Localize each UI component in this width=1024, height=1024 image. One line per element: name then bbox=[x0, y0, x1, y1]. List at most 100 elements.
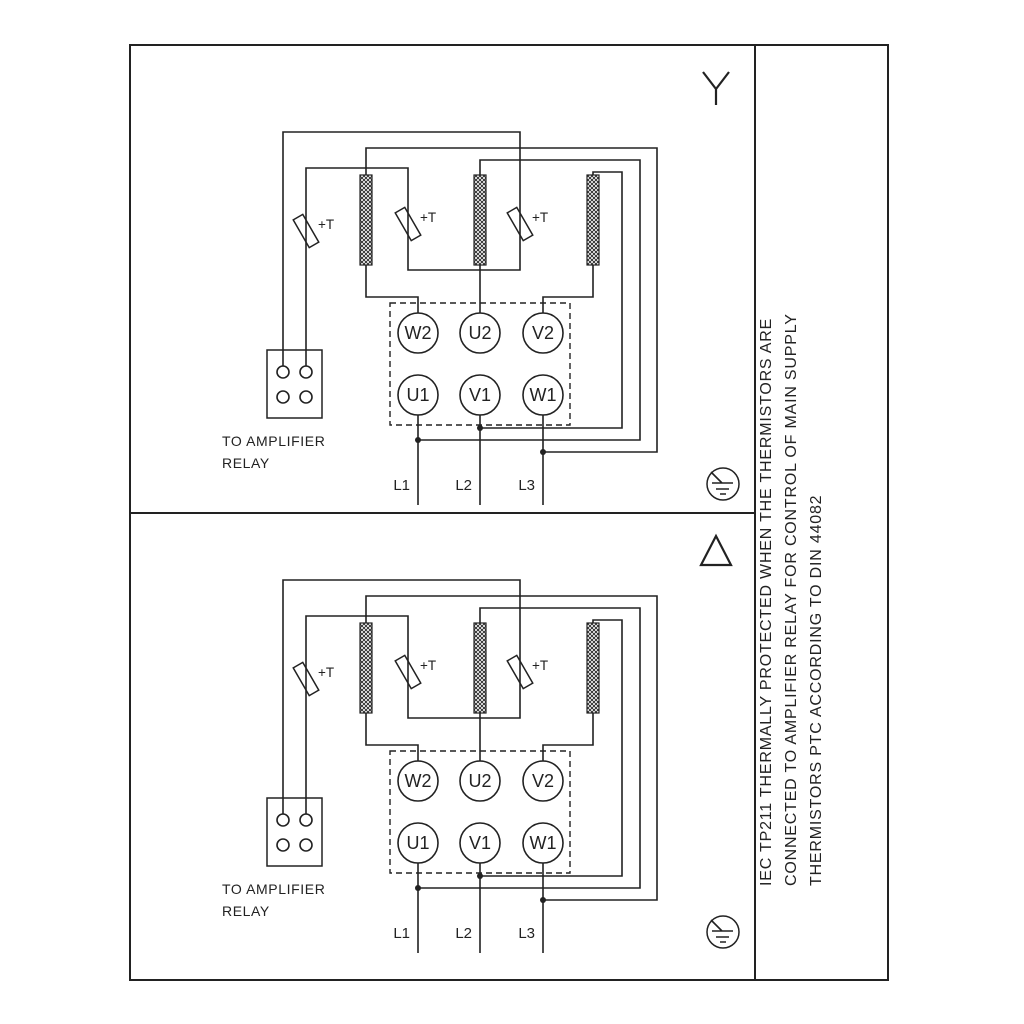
motor-winding-bar bbox=[473, 174, 487, 266]
ground-strokes bbox=[710, 919, 733, 943]
terminal-label: V2 bbox=[532, 323, 554, 343]
terminal-circle bbox=[459, 760, 501, 802]
thermistor-label: +T bbox=[420, 210, 436, 225]
wire bbox=[480, 619, 623, 877]
supply-line-label: L2 bbox=[455, 925, 472, 942]
thermistor-icon bbox=[394, 654, 422, 690]
terminal-label: W1 bbox=[530, 833, 557, 853]
earth-ground-icon bbox=[706, 467, 740, 501]
terminal-block bbox=[389, 750, 571, 874]
terminal-circle bbox=[522, 312, 564, 354]
terminal-v2: V2 bbox=[522, 760, 564, 802]
terminal-label: V1 bbox=[469, 833, 491, 853]
terminal-w1: W1 bbox=[522, 374, 564, 416]
ground-strokes bbox=[710, 471, 733, 495]
terminal-circle bbox=[397, 312, 439, 354]
junction-dot bbox=[415, 885, 421, 891]
motor-winding-bar bbox=[359, 174, 373, 266]
relay-label-line2: RELAY bbox=[222, 903, 270, 919]
thermistor-icon bbox=[506, 654, 534, 690]
earth-ground-icon bbox=[706, 915, 740, 949]
terminal-v1: V1 bbox=[459, 822, 501, 864]
thermistor-label: +T bbox=[318, 217, 334, 232]
wire bbox=[407, 253, 521, 271]
panel-star: +T +T +T TO AMPLIFIER RELAY W2 U2 V2 U1 bbox=[222, 131, 740, 505]
terminal-circle bbox=[397, 374, 439, 416]
terminal-label: W2 bbox=[405, 323, 432, 343]
motor-winding-bar bbox=[359, 622, 373, 714]
supply-line-label: L3 bbox=[518, 477, 535, 494]
relay-terminal bbox=[276, 838, 290, 852]
terminal-w2: W2 bbox=[397, 760, 439, 802]
supply-line-label: L1 bbox=[393, 477, 410, 494]
relay-terminal bbox=[276, 365, 290, 379]
terminal-circle bbox=[397, 822, 439, 864]
wire bbox=[365, 147, 658, 453]
wire bbox=[542, 265, 594, 313]
relay-label-line1: TO AMPLIFIER bbox=[222, 433, 325, 449]
thermistor-label: +T bbox=[532, 210, 548, 225]
junction-dot bbox=[477, 425, 483, 431]
sidebar-note-line3: THERMISTORS PTC ACCORDING TO DIN 44082 bbox=[808, 495, 825, 886]
relay-terminal bbox=[299, 838, 313, 852]
wire bbox=[418, 607, 641, 889]
terminal-label: U2 bbox=[468, 323, 491, 343]
thermistor-icon bbox=[292, 661, 320, 697]
relay-label-line1: TO AMPLIFIER bbox=[222, 881, 325, 897]
terminal-label: U1 bbox=[406, 385, 429, 405]
terminal-circle bbox=[459, 312, 501, 354]
thermistor-label: +T bbox=[318, 665, 334, 680]
wire bbox=[365, 265, 419, 313]
terminal-u1: U1 bbox=[397, 822, 439, 864]
wire bbox=[418, 159, 641, 441]
wire bbox=[365, 595, 658, 901]
terminal-label: U1 bbox=[406, 833, 429, 853]
supply-line-label: L3 bbox=[518, 925, 535, 942]
supply-line-label: L2 bbox=[455, 477, 472, 494]
terminal-u2: U2 bbox=[459, 312, 501, 354]
junction-dot bbox=[415, 437, 421, 443]
junction-dot bbox=[540, 449, 546, 455]
wire bbox=[407, 701, 521, 719]
motor-winding-bar bbox=[586, 622, 600, 714]
wire bbox=[282, 579, 521, 814]
thermistor-label: +T bbox=[420, 658, 436, 673]
terminal-block bbox=[389, 302, 571, 426]
wire bbox=[305, 615, 409, 651]
sidebar-note: IEC TP211 THERMALLY PROTECTED WHEN THE T… bbox=[758, 313, 825, 886]
relay-terminal bbox=[276, 390, 290, 404]
terminal-v1: V1 bbox=[459, 374, 501, 416]
wire bbox=[542, 713, 594, 761]
ground-circle bbox=[706, 915, 740, 949]
terminal-label: W2 bbox=[405, 771, 432, 791]
junction-dot bbox=[540, 897, 546, 903]
motor-winding-bar bbox=[473, 622, 487, 714]
relay-terminal bbox=[299, 813, 313, 827]
terminal-label: V2 bbox=[532, 771, 554, 791]
panel-delta: +T +T +T TO AMPLIFIER RELAY W2 U2 V2 U1 … bbox=[222, 579, 740, 953]
terminal-circle bbox=[522, 374, 564, 416]
wire bbox=[305, 167, 409, 203]
delta-connection-icon bbox=[699, 533, 733, 567]
sidebar-note-line2: CONNECTED TO AMPLIFIER RELAY FOR CONTROL… bbox=[783, 313, 800, 886]
wire bbox=[365, 713, 419, 761]
sidebar-note-line1: IEC TP211 THERMALLY PROTECTED WHEN THE T… bbox=[758, 318, 775, 886]
terminal-label: U2 bbox=[468, 771, 491, 791]
terminal-u1: U1 bbox=[397, 374, 439, 416]
amplifier-relay-box bbox=[266, 349, 323, 419]
thermistor-icon bbox=[506, 206, 534, 242]
terminal-circle bbox=[459, 822, 501, 864]
terminal-u2: U2 bbox=[459, 760, 501, 802]
relay-label-line2: RELAY bbox=[222, 455, 270, 471]
motor-winding-bar bbox=[586, 174, 600, 266]
amplifier-relay-box bbox=[266, 797, 323, 867]
terminal-circle bbox=[522, 760, 564, 802]
terminal-w2: W2 bbox=[397, 312, 439, 354]
ground-circle bbox=[706, 467, 740, 501]
terminal-label: W1 bbox=[530, 385, 557, 405]
terminal-circle bbox=[459, 374, 501, 416]
relay-terminal bbox=[276, 813, 290, 827]
supply-line-label: L1 bbox=[393, 925, 410, 942]
relay-terminal bbox=[299, 390, 313, 404]
